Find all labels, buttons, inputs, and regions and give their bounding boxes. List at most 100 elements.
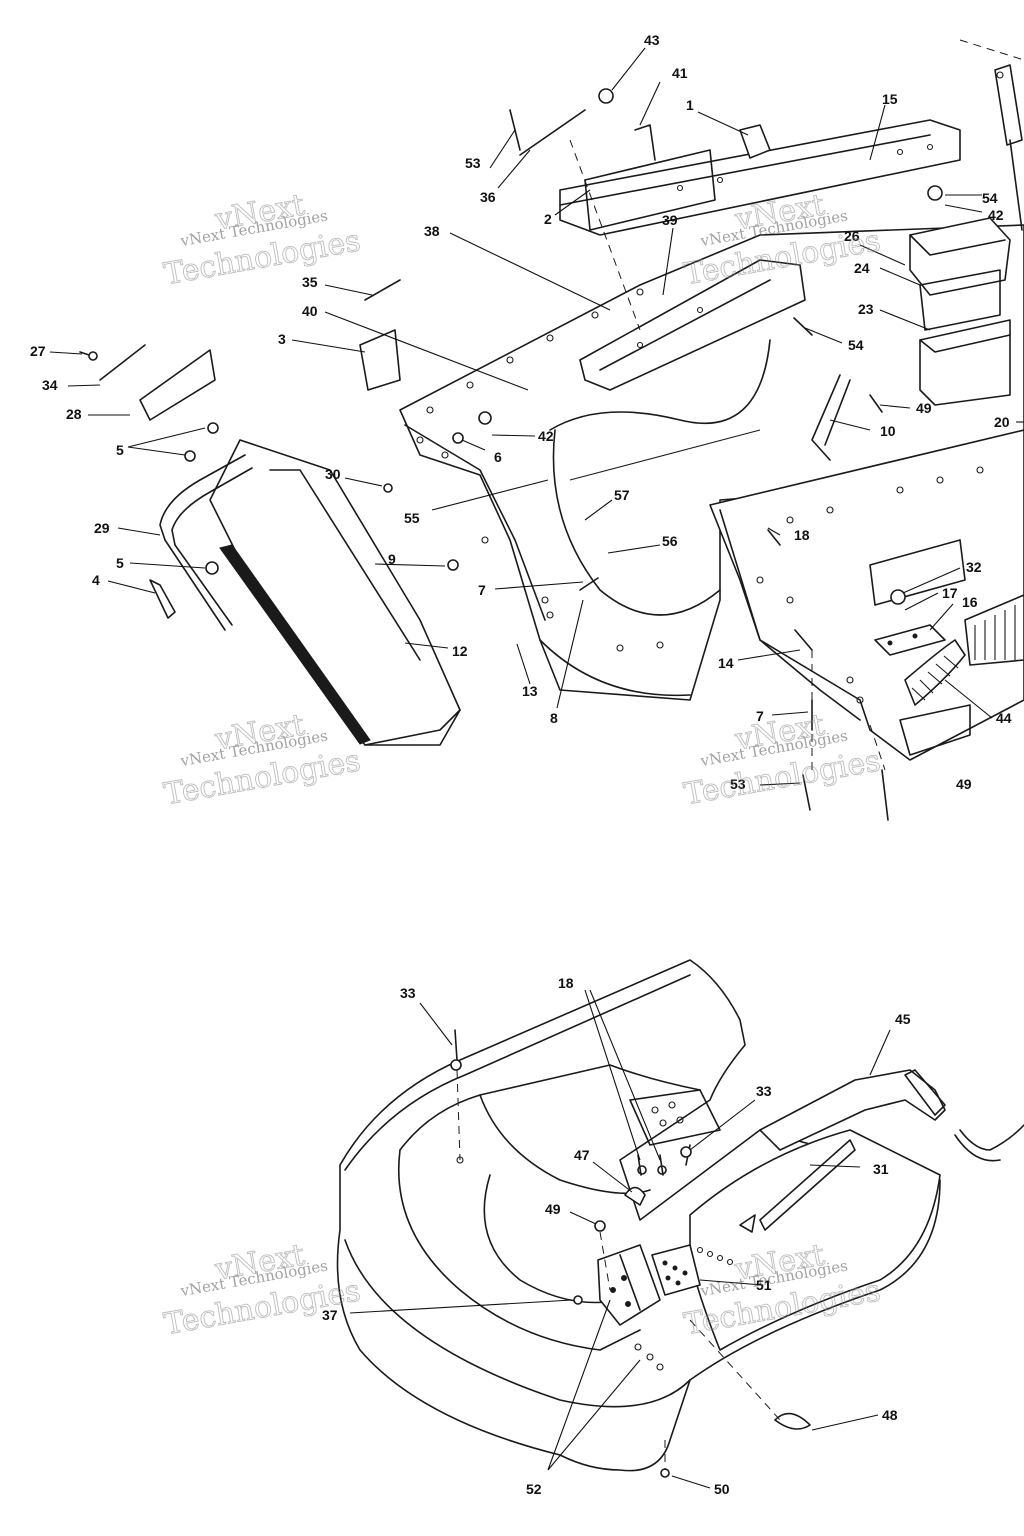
bracket-14 bbox=[794, 629, 813, 651]
callout-8: 8 bbox=[550, 710, 558, 726]
bolt-41 bbox=[634, 124, 656, 161]
callout-45: 45 bbox=[895, 1011, 911, 1027]
callout-34: 34 bbox=[42, 377, 58, 393]
callout-42-b: 42 bbox=[988, 207, 1004, 223]
callout-33: 33 bbox=[400, 985, 416, 1001]
top-rail-15 bbox=[559, 119, 961, 236]
callout-54-b: 54 bbox=[982, 190, 998, 206]
alignment-lines-lower bbox=[456, 1069, 781, 1470]
callout-7: 7 bbox=[478, 582, 486, 598]
callout-16: 16 bbox=[962, 594, 978, 610]
screw-18-upper bbox=[767, 529, 781, 546]
callout-40: 40 bbox=[302, 303, 318, 319]
mounting-bracket-52 bbox=[597, 1244, 701, 1326]
nut-43 bbox=[598, 88, 614, 104]
callout-52: 52 bbox=[526, 1481, 542, 1497]
callout-57: 57 bbox=[614, 487, 630, 503]
callouts-upper: 1 2 3 4 5 5 6 7 7 8 9 10 12 13 14 15 16 … bbox=[30, 32, 1012, 792]
callout-39: 39 bbox=[662, 212, 678, 228]
callout-29: 29 bbox=[94, 520, 110, 536]
clip-35 bbox=[364, 279, 401, 301]
watermark-5: vNext vNext Technologies Technologies bbox=[161, 1237, 364, 1343]
body-shell-55 bbox=[399, 224, 1024, 701]
clip-1 bbox=[739, 124, 771, 159]
callout-9: 9 bbox=[388, 551, 396, 567]
callout-32: 32 bbox=[966, 559, 982, 575]
callout-38: 38 bbox=[424, 223, 440, 239]
callout-2: 2 bbox=[544, 211, 552, 227]
callout-6: 6 bbox=[494, 449, 502, 465]
callout-13: 13 bbox=[522, 683, 538, 699]
bracket-28 bbox=[139, 349, 216, 421]
callout-14: 14 bbox=[718, 655, 734, 671]
callout-27: 27 bbox=[30, 343, 46, 359]
callout-26: 26 bbox=[844, 228, 860, 244]
callout-53-b: 53 bbox=[730, 776, 746, 792]
callout-5: 5 bbox=[116, 442, 124, 458]
bolt-30 bbox=[383, 483, 393, 493]
screw-53-bottom bbox=[802, 774, 811, 811]
callout-12: 12 bbox=[452, 643, 468, 659]
callout-17: 17 bbox=[942, 585, 958, 601]
callout-47: 48 bbox=[882, 1407, 898, 1423]
upper-assembly: 1 2 3 4 5 5 6 7 7 8 9 10 12 13 14 15 16 … bbox=[30, 32, 1024, 821]
pin-36 bbox=[519, 109, 586, 156]
leaders-lower bbox=[349, 989, 891, 1489]
callout-18: 18 bbox=[794, 527, 810, 543]
hose-44 bbox=[904, 639, 966, 706]
callout-1: 1 bbox=[686, 97, 694, 113]
callout-24: 24 bbox=[854, 260, 870, 276]
callout-4: 4 bbox=[92, 572, 100, 588]
callout-54: 54 bbox=[848, 337, 864, 353]
callout-15: 15 bbox=[882, 91, 898, 107]
watermark-3: vNext vNext Technologies Technologies bbox=[161, 707, 364, 813]
screw-49-bottom bbox=[881, 769, 889, 821]
bracket-39 bbox=[579, 259, 806, 391]
callout-20: 20 bbox=[994, 414, 1010, 430]
callout-49-c: 49 bbox=[545, 1201, 561, 1217]
nut-9 bbox=[447, 559, 459, 571]
nut-49 bbox=[594, 1220, 606, 1232]
callout-7-b: 7 bbox=[756, 708, 764, 724]
grommet-33-b bbox=[680, 1146, 692, 1158]
hardware-lower bbox=[450, 1029, 811, 1478]
callout-3: 3 bbox=[278, 331, 286, 347]
callout-42: 42 bbox=[538, 428, 554, 444]
callout-48: 47 bbox=[574, 1147, 590, 1163]
gas-strut bbox=[994, 64, 1023, 231]
watermark-4: vNext vNext Technologies Technologies bbox=[681, 707, 884, 813]
callouts-lower: 33 33 18 47 49 31 45 37 51 52 48 50 bbox=[322, 975, 911, 1497]
bolt-7-upper bbox=[579, 577, 599, 591]
callout-33-b: 33 bbox=[756, 1083, 772, 1099]
bolt-37 bbox=[573, 1295, 583, 1305]
pin-47 bbox=[774, 1412, 811, 1430]
callout-53: 53 bbox=[465, 155, 481, 171]
callout-41: 41 bbox=[672, 65, 688, 81]
nut-42b bbox=[927, 185, 943, 201]
callout-37: 37 bbox=[322, 1307, 338, 1323]
callout-35: 35 bbox=[302, 274, 318, 290]
bracket-4 bbox=[149, 579, 176, 619]
nut-42a bbox=[478, 411, 492, 425]
top-plate bbox=[629, 1089, 721, 1146]
callout-10: 10 bbox=[880, 423, 896, 439]
bumper-bar-29 bbox=[159, 454, 253, 631]
callout-51: 51 bbox=[756, 1277, 772, 1293]
nut-6 bbox=[452, 432, 464, 444]
alignment-lines-upper bbox=[569, 39, 1024, 775]
box-24 bbox=[909, 217, 1011, 331]
grommet-33-a bbox=[450, 1059, 462, 1071]
callout-5-b: 5 bbox=[116, 555, 124, 571]
callout-18-b: 18 bbox=[558, 975, 574, 991]
leaders-upper bbox=[49, 47, 1024, 786]
cap-32 bbox=[890, 589, 906, 605]
callout-56: 56 bbox=[662, 533, 678, 549]
callout-28: 28 bbox=[66, 406, 82, 422]
rod-34 bbox=[99, 344, 146, 381]
plate-2 bbox=[584, 149, 716, 231]
callout-55: 55 bbox=[404, 510, 420, 526]
bolt-54 bbox=[793, 317, 813, 336]
support-arm-45 bbox=[759, 1069, 1024, 1162]
hood-panel-12 bbox=[209, 439, 461, 746]
